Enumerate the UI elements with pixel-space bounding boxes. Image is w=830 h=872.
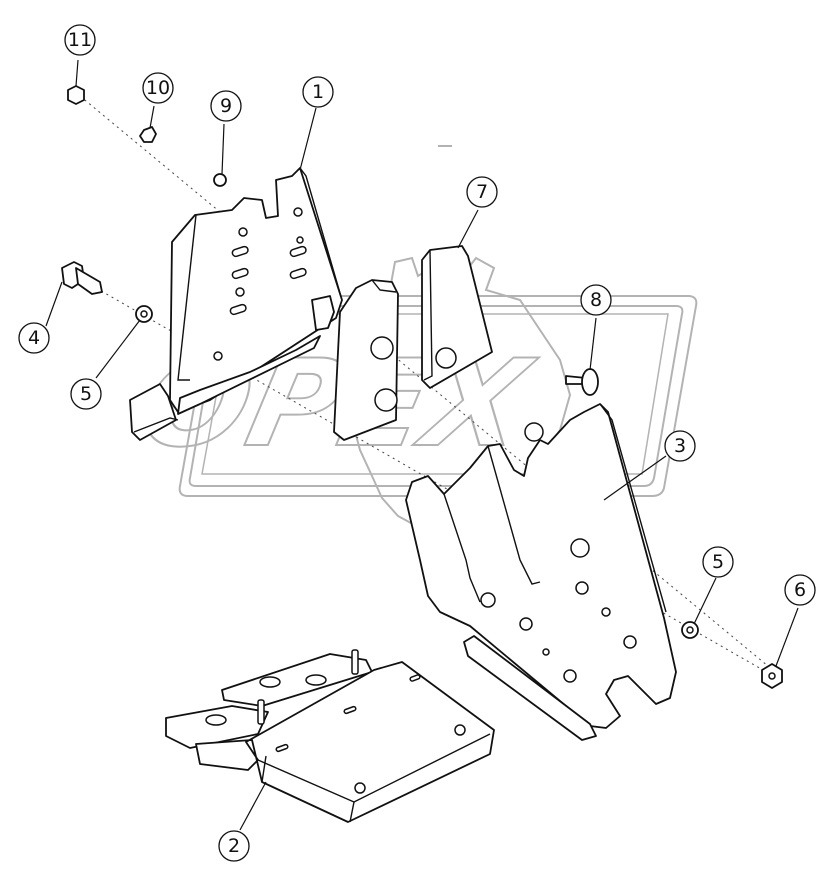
part-side-plate [129,167,343,441]
callout-label: 8 [590,289,602,311]
bolt [61,261,103,295]
callout-label: 5 [80,383,92,405]
nut [139,126,157,143]
callout-4: 4 [18,322,50,354]
callout-label: 4 [28,327,40,349]
callout-5-right: 5 [702,546,734,578]
pin [565,368,599,396]
callout-label: 11 [68,29,92,51]
callout-8: 8 [580,284,612,316]
side-plate-slots [213,207,307,361]
callout-label: 6 [794,579,806,601]
callout-6: 6 [784,574,816,606]
callout-2: 2 [218,830,250,862]
callout-3: 3 [664,430,696,462]
washer [213,173,227,187]
bracket-bolts [480,422,637,683]
callout-10: 10 [142,72,174,104]
callout-label: 2 [228,835,240,857]
callout-label: 7 [476,181,488,203]
callout-1: 1 [302,76,334,108]
fasteners [61,85,783,689]
callout-leaders [45,59,799,831]
callout-label: 10 [146,77,170,99]
callout-5-left: 5 [70,378,102,410]
part-lower-base [165,649,495,823]
callout-11: 11 [64,24,96,56]
nut [67,85,85,105]
callout-label: 1 [312,81,324,103]
callout-7: 7 [466,176,498,208]
callout-9: 9 [210,90,242,122]
assembly-axes [79,95,781,677]
part-wear-pads [333,245,493,441]
callout-label: 9 [220,95,232,117]
callout-label: 5 [712,551,724,573]
callout-label: 3 [674,435,686,457]
part-main-bracket [405,403,677,741]
